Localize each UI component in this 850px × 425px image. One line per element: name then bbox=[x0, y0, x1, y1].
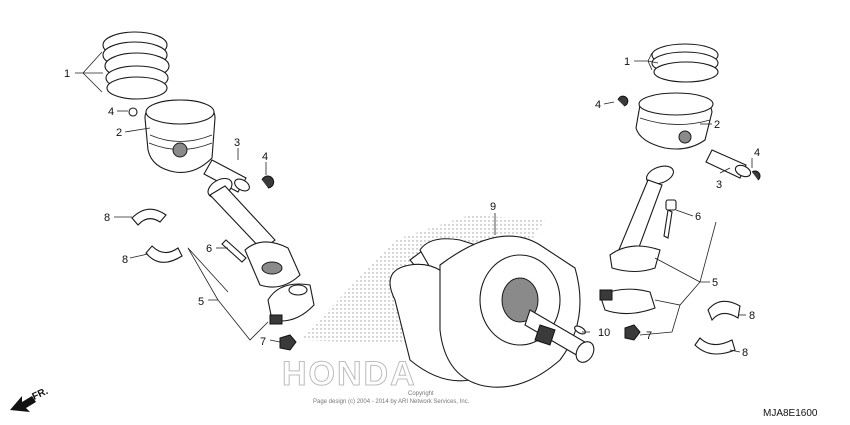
callout-right-bearing-lower: 8 bbox=[742, 347, 748, 359]
left-connecting-rod bbox=[207, 177, 301, 288]
left-piston-pin-clip bbox=[261, 175, 275, 189]
front-direction-indicator: FR. bbox=[10, 386, 50, 412]
callout-left-bearing-lower: 8 bbox=[122, 254, 128, 266]
callout-left-bearing-upper: 8 bbox=[104, 212, 110, 224]
right-connecting-rod bbox=[609, 165, 674, 273]
callout-labels: 1 4 2 3 4 8 8 6 5 7 9 10 1 4 2 3 4 6 5 7… bbox=[64, 56, 760, 359]
right-rod-nut bbox=[624, 324, 641, 341]
callout-left-piston: 2 bbox=[116, 127, 122, 139]
front-direction-label: FR. bbox=[31, 386, 50, 403]
callout-right-pin-clip: 4 bbox=[754, 147, 760, 159]
callout-right-bearing-upper: 8 bbox=[749, 310, 755, 322]
callout-right-clip-small: 4 bbox=[595, 99, 601, 111]
callout-left-rod-bolt: 6 bbox=[206, 243, 212, 255]
callout-left-pin-clip: 4 bbox=[262, 151, 268, 163]
callout-left-rod-assembly: 5 bbox=[198, 296, 204, 308]
right-rod-bolt bbox=[663, 199, 677, 239]
watermark-brand: HONDA bbox=[282, 355, 417, 393]
left-piston bbox=[144, 99, 216, 173]
left-rod-cap bbox=[267, 283, 315, 325]
right-piston-pin bbox=[705, 149, 752, 179]
callout-left-piston-rings: 1 bbox=[64, 68, 70, 80]
watermark-copyright-text: Page design (c) 2004 - 2014 by ARI Netwo… bbox=[313, 399, 470, 405]
callout-right-pin: 3 bbox=[716, 179, 722, 191]
left-bearing-upper bbox=[131, 208, 167, 226]
callout-left-pin: 3 bbox=[234, 137, 240, 149]
right-rod-cap bbox=[599, 288, 656, 315]
crankshaft bbox=[389, 235, 595, 388]
callout-right-piston: 2 bbox=[714, 119, 720, 131]
left-piston-rings bbox=[102, 31, 170, 100]
callout-right-rod-nut: 7 bbox=[646, 330, 652, 342]
callout-left-rod-nut: 7 bbox=[260, 336, 266, 348]
right-bearing-lower bbox=[694, 337, 736, 355]
woodruff-key bbox=[574, 325, 586, 335]
right-piston bbox=[635, 92, 714, 150]
right-piston-rings bbox=[651, 43, 719, 83]
leader-lines bbox=[75, 51, 753, 353]
left-rod-nut bbox=[279, 334, 297, 351]
callout-right-piston-rings: 1 bbox=[624, 56, 630, 68]
callout-woodruff-key: 10 bbox=[598, 327, 610, 339]
callout-crankshaft: 9 bbox=[490, 201, 496, 213]
left-piston-clip-small bbox=[128, 107, 138, 117]
callout-left-clip-small: 4 bbox=[108, 106, 114, 118]
right-piston-clip-small bbox=[617, 95, 629, 107]
diagram-code: MJA8E1600 bbox=[763, 408, 818, 419]
right-bearing-upper bbox=[707, 300, 741, 322]
left-piston-pin bbox=[203, 159, 250, 193]
watermark-copyright-label: Copyright bbox=[408, 391, 434, 397]
left-rod-bolt bbox=[221, 239, 247, 263]
right-piston-pin-clip bbox=[751, 170, 761, 181]
callout-right-rod-bolt: 6 bbox=[695, 211, 701, 223]
callout-right-rod-assembly: 5 bbox=[712, 277, 718, 289]
left-bearing-lower bbox=[145, 245, 183, 263]
